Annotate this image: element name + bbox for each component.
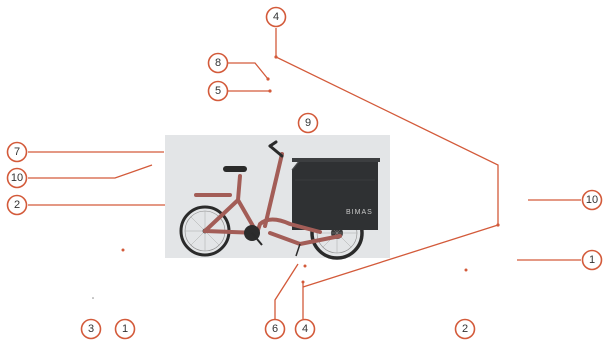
callout-2-left: 2 <box>8 196 27 215</box>
callout-5: 5 <box>209 82 228 101</box>
svg-text:4: 4 <box>273 11 279 23</box>
bike-photo: BIMAS <box>165 135 390 258</box>
callout-8: 8 <box>209 54 228 73</box>
callout-3: 3 <box>82 320 101 339</box>
svg-text:6: 6 <box>272 323 278 335</box>
svg-text:10: 10 <box>586 194 598 206</box>
callout-10-right: 10 <box>583 191 602 210</box>
svg-text:9: 9 <box>305 117 311 129</box>
svg-text:8: 8 <box>215 57 221 69</box>
saddle <box>223 166 247 172</box>
brand-logo: BIMAS <box>346 209 373 216</box>
svg-text:5: 5 <box>215 85 221 97</box>
svg-text:1: 1 <box>122 323 128 335</box>
svg-text:2: 2 <box>14 199 20 211</box>
callout-1-right: 1 <box>583 251 602 270</box>
callout-4-bottom: 4 <box>296 320 315 339</box>
callout-1-bottom: 1 <box>116 320 135 339</box>
svg-text:1: 1 <box>589 254 595 266</box>
callout-6: 6 <box>266 320 285 339</box>
callout-4-top: 4 <box>267 8 286 27</box>
callout-2-bottom: 2 <box>456 320 475 339</box>
svg-text:10: 10 <box>11 172 23 184</box>
callout-7: 7 <box>8 143 27 162</box>
svg-text:3: 3 <box>88 323 94 335</box>
cargo-box: BIMAS <box>292 158 380 230</box>
svg-text:2: 2 <box>462 323 468 335</box>
callout-9: 9 <box>299 114 318 133</box>
svg-text:4: 4 <box>302 323 308 335</box>
svg-text:7: 7 <box>14 146 20 158</box>
callout-10-left: 10 <box>8 169 27 188</box>
